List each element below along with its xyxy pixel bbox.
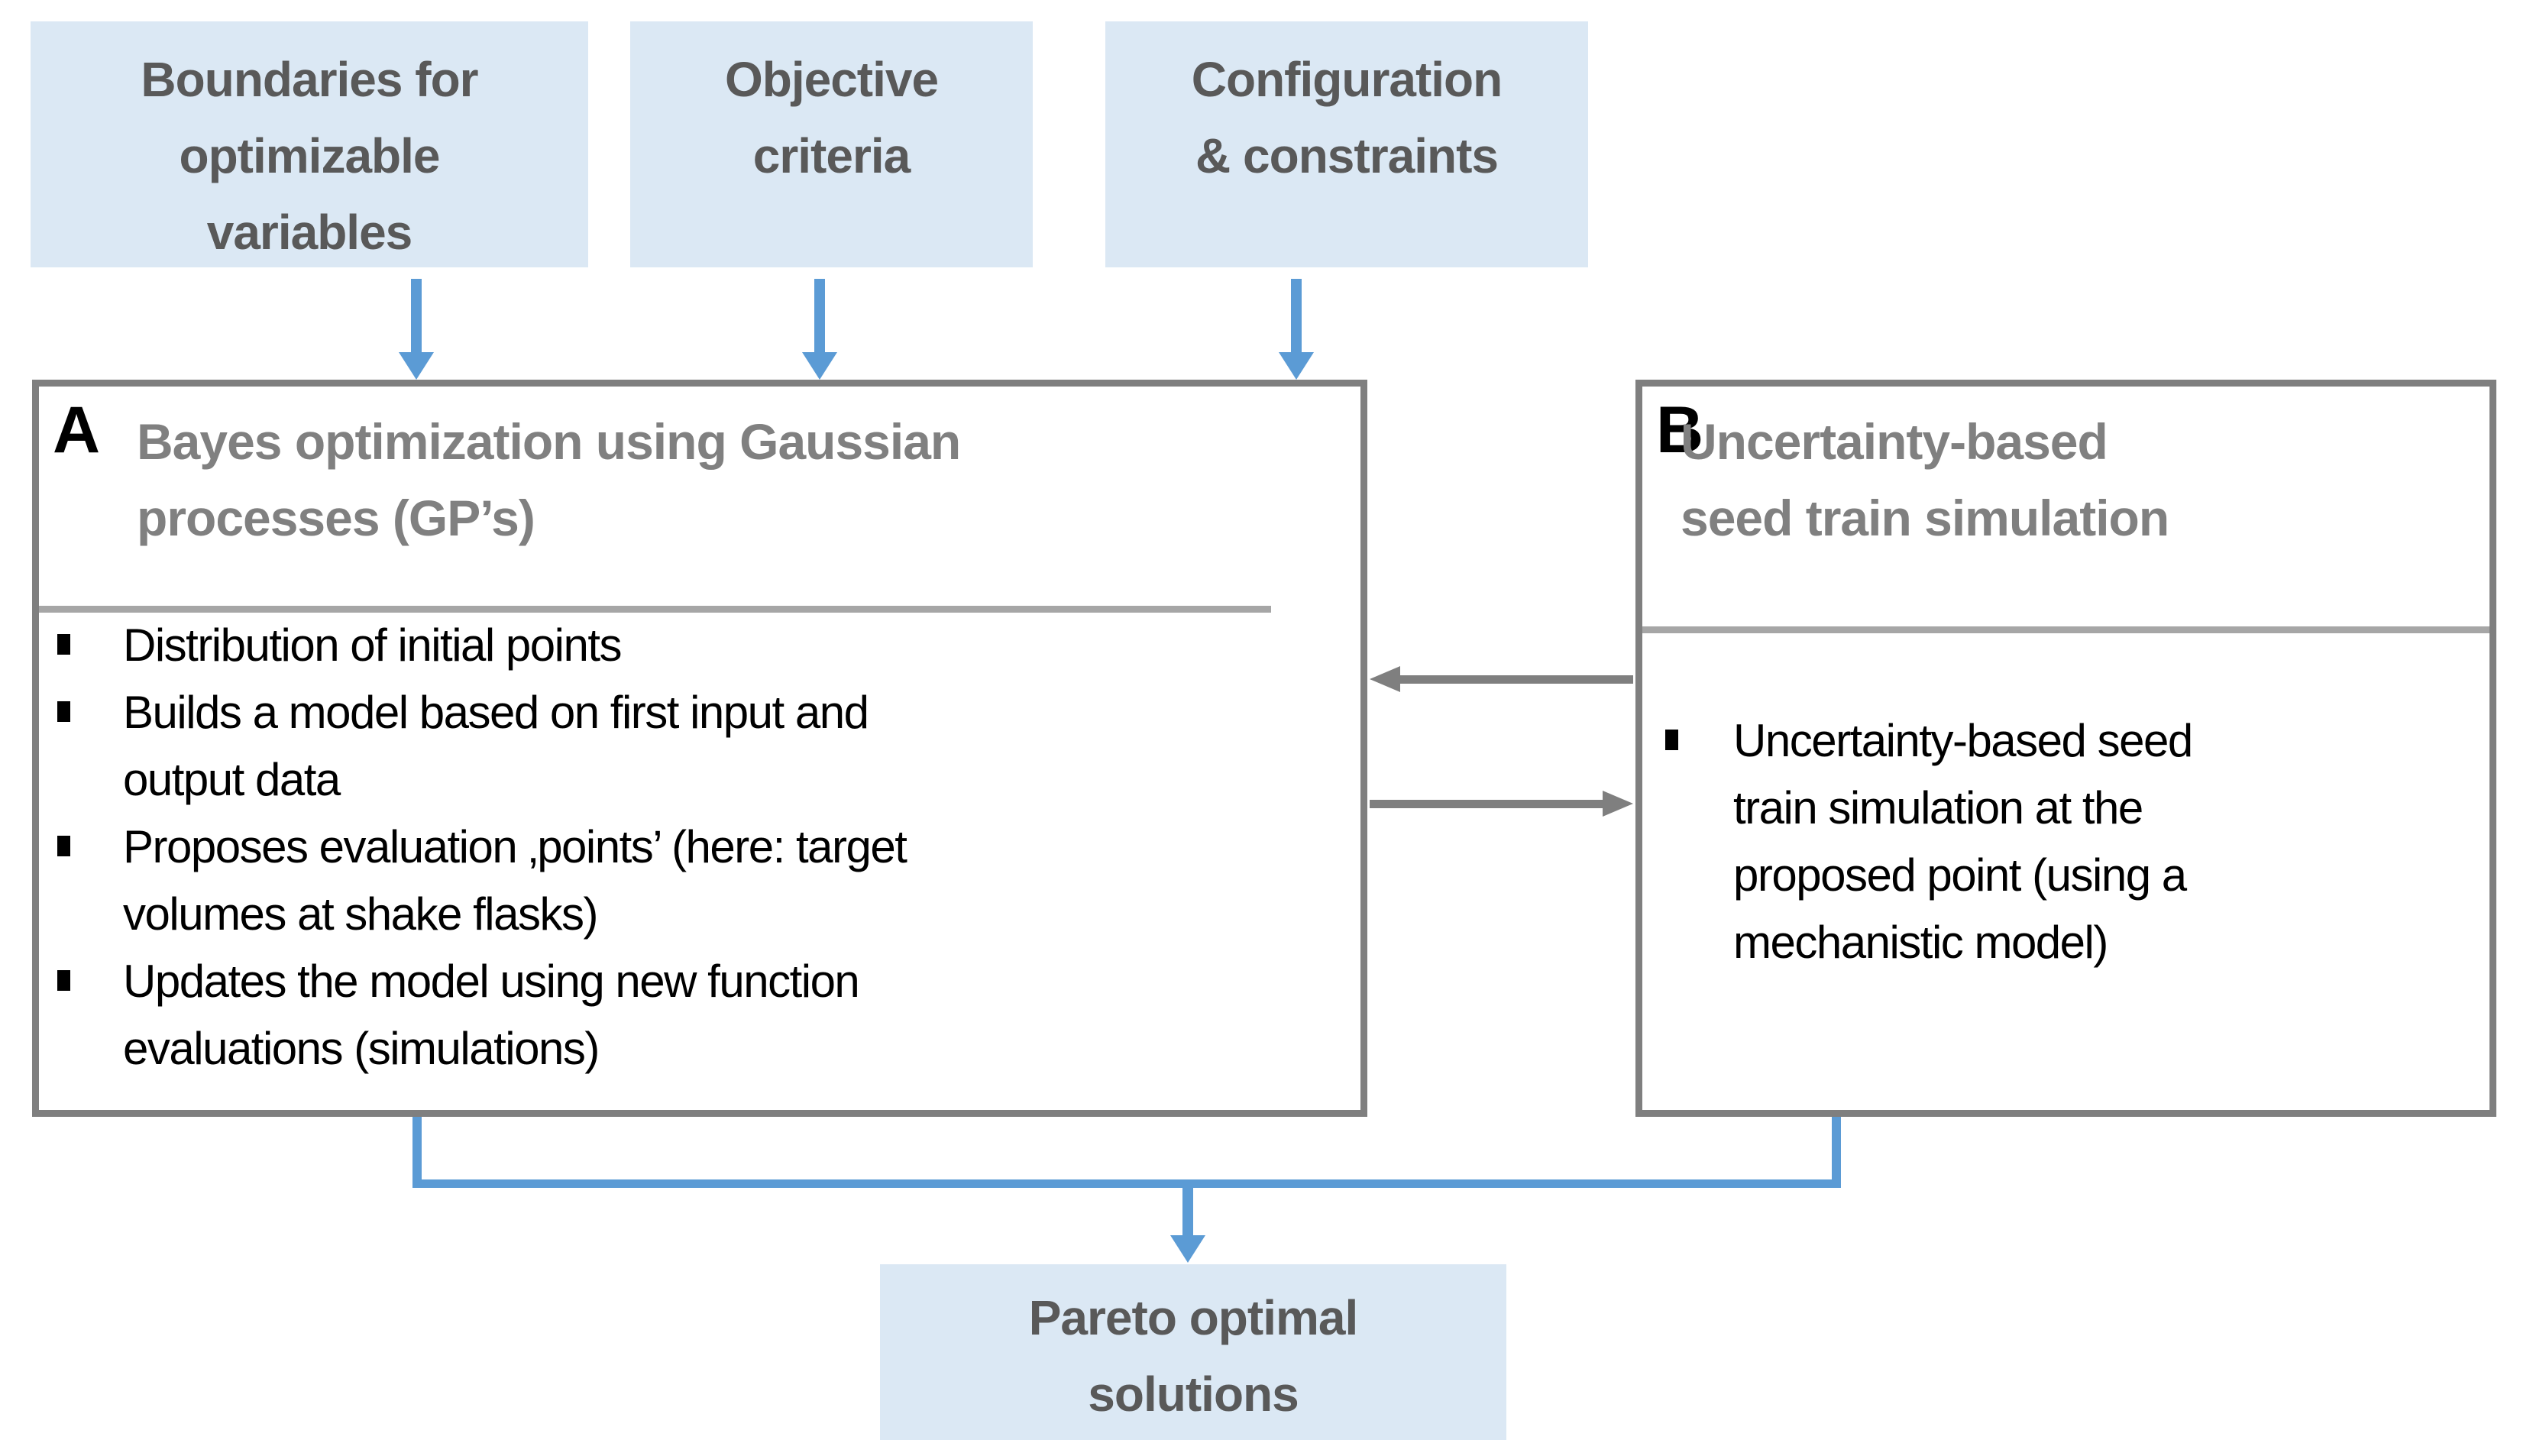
list-item: Updates the model using new function eva… (57, 948, 1341, 1082)
box-a-divider (39, 606, 1271, 613)
list-item: Builds a model based on first input and … (57, 679, 1341, 814)
list-item: Uncertainty-based seed train simulation … (1665, 707, 2467, 976)
box-b-seed-train-simulation: B Uncertainty-based seed train simulatio… (1635, 380, 2496, 1117)
bullet-text: Proposes evaluation ‚points’ (here: targ… (123, 821, 907, 940)
down-arrow-icon (399, 279, 434, 380)
box-b-letter: B (1656, 393, 1704, 467)
box-a-letter: A (53, 393, 101, 467)
box-b-title: Uncertainty-based seed train simulation (1681, 413, 2169, 546)
box-a-title: Bayes optimization using Gaussian proces… (137, 413, 961, 546)
box-a-bullet-list: Distribution of initial points Builds a … (57, 612, 1341, 1082)
square-bullet-icon (57, 836, 70, 856)
square-bullet-icon (57, 970, 70, 991)
input-box-configuration-constraints: Configuration & constraints (1105, 21, 1588, 267)
list-item: Proposes evaluation ‚points’ (here: targ… (57, 814, 1341, 948)
connector-left-vertical (412, 1117, 422, 1188)
connector-right-vertical (1832, 1117, 1841, 1188)
input-box-objective-criteria: Objective criteria (630, 21, 1033, 267)
square-bullet-icon (57, 701, 70, 722)
connector-horizontal (412, 1179, 1841, 1188)
box-b-bullet-list: Uncertainty-based seed train simulation … (1665, 707, 2467, 976)
box-b-divider (1642, 626, 2489, 633)
down-arrow-icon (1170, 1188, 1205, 1263)
bullet-text: Distribution of initial points (123, 620, 623, 671)
square-bullet-icon (1665, 730, 1678, 750)
square-bullet-icon (57, 634, 70, 655)
output-box-pareto-optimal-solutions: Pareto optimal solutions (880, 1264, 1506, 1440)
down-arrow-icon (802, 279, 837, 380)
box-a-bayes-optimization: A Bayes optimization using Gaussian proc… (32, 380, 1367, 1117)
list-item: Distribution of initial points (57, 612, 1341, 679)
down-arrow-icon (1279, 279, 1314, 380)
bullet-text: Uncertainty-based seed train simulation … (1733, 715, 2193, 968)
bullet-text: Builds a model based on first input and … (123, 687, 869, 805)
input-box-boundaries: Boundaries for optimizable variables (31, 21, 588, 267)
bullet-text: Updates the model using new function eva… (123, 956, 860, 1074)
